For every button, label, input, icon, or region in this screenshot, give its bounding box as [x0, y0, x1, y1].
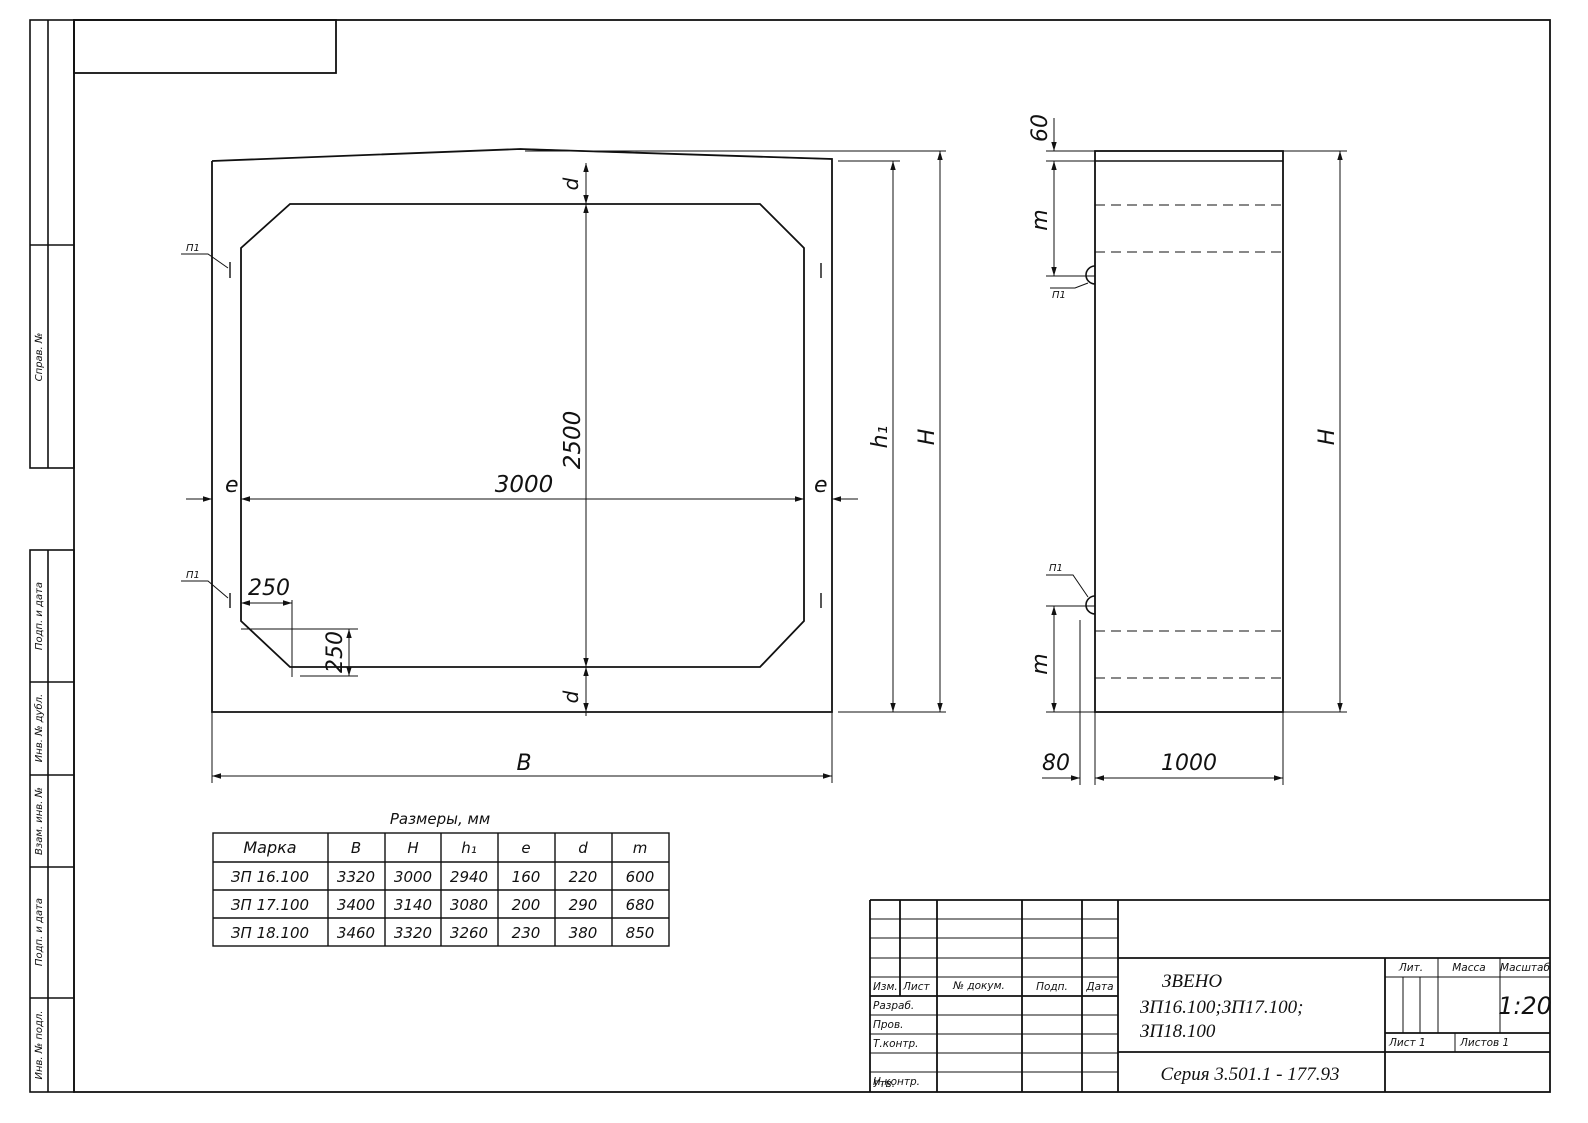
table-cell: 290 — [569, 896, 598, 914]
front-outline — [211, 148, 833, 713]
th-H: H — [407, 839, 418, 857]
tb-sheet: Лист 1 — [1388, 1037, 1426, 1049]
tb-col-izm: Изм. — [873, 981, 898, 993]
dim-250-vertical: 250 — [323, 631, 348, 673]
table-cell: 3000 — [394, 868, 432, 886]
tb-col-list: Лист — [902, 981, 930, 993]
th-e: e — [521, 839, 530, 857]
table-cell: 200 — [512, 896, 541, 914]
tb-scale: 1:20 — [1498, 992, 1552, 1020]
label-inv-podl: Инв. № подл. — [34, 1011, 45, 1080]
label-d-top: d — [559, 177, 583, 190]
th-marka: Марка — [243, 838, 296, 857]
table-cell: 3140 — [394, 896, 432, 914]
tb-col-doc: № докум. — [952, 980, 1005, 992]
dim-1000: 1000 — [1161, 751, 1217, 776]
label-inv-dubl: Инв. № дубл. — [33, 694, 45, 762]
th-d: d — [578, 839, 588, 857]
table-cell: 220 — [569, 868, 598, 886]
tb-row-nkontr: Н.контр. — [873, 1076, 920, 1088]
label-m-top: m — [1028, 209, 1053, 230]
label-vzam-inv: Взам. инв. № — [34, 787, 45, 855]
tb-title-line2: ЗП16.100;ЗП17.100; — [1140, 997, 1303, 1018]
table-cell: 3460 — [337, 924, 375, 942]
tb-row-utv-label: Утв. — [873, 1078, 895, 1090]
table-cell: 2940 — [450, 868, 488, 886]
table-cell: 230 — [512, 924, 541, 942]
dim-80: 80 — [1042, 751, 1070, 776]
label-H-side: H — [1315, 429, 1340, 446]
tb-masshtab: Масштаб — [1500, 962, 1550, 974]
callout-p1-upper: П1 — [186, 243, 200, 254]
side-callout-p1-lower: П1 — [1049, 563, 1063, 574]
th-B: B — [351, 839, 361, 857]
table-cell: ЗП 18.100 — [231, 924, 309, 942]
label-m-bottom: m — [1028, 653, 1053, 674]
table-cell: 380 — [569, 924, 598, 942]
table-cell: 600 — [626, 868, 655, 886]
table-cell: 680 — [626, 896, 655, 914]
label-e-left: e — [225, 473, 239, 498]
side-outline — [1094, 150, 1284, 713]
label-sprav-no: Справ. № — [34, 333, 45, 382]
title-block: Изм. Лист № докум. Подп. Дата Разраб. Пр… — [869, 899, 1552, 1092]
tb-title-line1: ЗВЕНО — [1162, 971, 1222, 992]
table-cell: 3080 — [450, 896, 488, 914]
table-cell: ЗП 17.100 — [231, 896, 309, 914]
label-e-right: e — [814, 473, 828, 498]
dim-2500: 2500 — [560, 411, 586, 470]
dim-250-horizontal: 250 — [248, 576, 290, 601]
th-h1: h₁ — [461, 839, 477, 857]
tb-sheets: Листов 1 — [1459, 1037, 1509, 1049]
front-view: П1 П1 3000 e e 2500 d d 250 250 B — [181, 148, 946, 783]
table-cell: 3400 — [337, 896, 375, 914]
tb-row-razrab: Разраб. — [873, 1000, 914, 1012]
table-cell: ЗП 16.100 — [231, 868, 309, 886]
front-opening — [240, 203, 805, 668]
table-caption: Размеры, мм — [390, 810, 490, 828]
tb-row-tkontr: Т.контр. — [873, 1038, 919, 1050]
tb-col-podp: Подп. — [1036, 981, 1068, 993]
left-margin-columns — [29, 19, 75, 1093]
table-cell: 3320 — [337, 868, 375, 886]
table-cell: 160 — [512, 868, 541, 886]
tb-row-prov: Пров. — [873, 1019, 904, 1031]
tb-massa: Масса — [1452, 962, 1485, 974]
label-H-front: H — [915, 429, 940, 446]
label-podp-data-1: Подп. и дата — [34, 582, 45, 650]
table-cell: 3320 — [394, 924, 432, 942]
tb-series: Серия 3.501.1 - 177.93 — [1161, 1064, 1340, 1085]
th-m: m — [633, 839, 648, 857]
label-B: B — [516, 751, 531, 776]
dimensions-table: Размеры, мм Марка B H h₁ e d m ЗП 16.100… — [212, 810, 670, 947]
callout-p1-lower: П1 — [186, 570, 200, 581]
dim-3000: 3000 — [495, 472, 554, 498]
table-cell: 3260 — [450, 924, 488, 942]
label-d-bottom: d — [559, 690, 583, 703]
tb-title-line3: ЗП18.100 — [1140, 1021, 1216, 1042]
tb-col-data: Дата — [1085, 981, 1113, 993]
label-podp-data-2: Подп. и дата — [34, 898, 45, 966]
left-margin-labels: Справ. № Подп. и дата Инв. № дубл. Взам.… — [33, 333, 45, 1080]
label-h1: h₁ — [868, 426, 893, 449]
dim-60: 60 — [1028, 114, 1053, 142]
side-view: П1 П1 60 m m H 80 1000 — [1028, 114, 1347, 785]
side-callout-p1-upper: П1 — [1052, 290, 1066, 301]
table-cell: 850 — [626, 924, 655, 942]
tb-lit: Лит. — [1398, 962, 1423, 974]
